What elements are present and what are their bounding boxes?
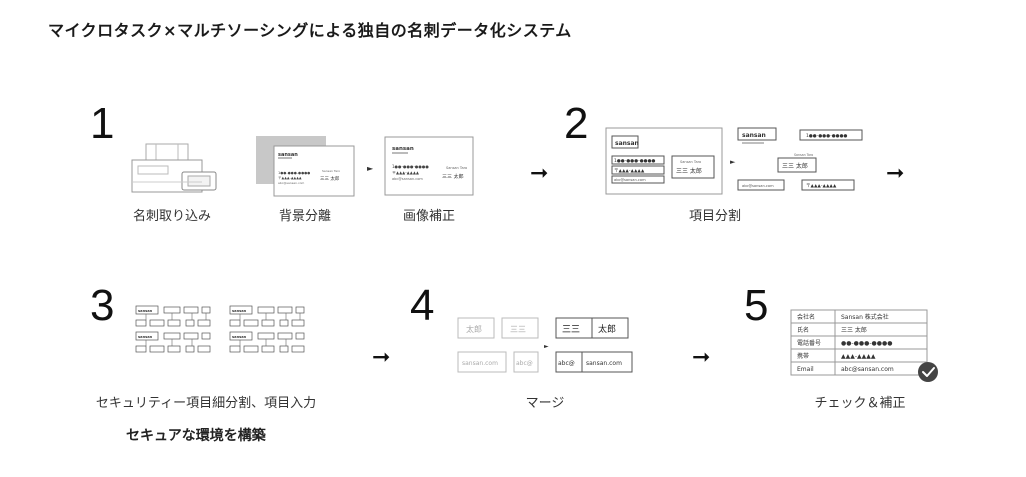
step-1-number: 1 (90, 99, 115, 148)
merge-given: 太郎 (598, 323, 616, 335)
table-row-value: abc@sansan.com (841, 366, 894, 373)
card-email-text: abc@sansan.com (278, 181, 304, 185)
field-split-diagram: sansan 1●●-●●●-●●●● 〒▲▲▲-▲▲▲▲ abc@sansan… (605, 127, 863, 195)
card-romaji-text: Sansan Taro (446, 166, 467, 170)
split-email: abc@sansan.com (742, 184, 774, 188)
step-3-subcaption: セキュアな環境を構築 (126, 428, 266, 444)
table-row-value: ●●-●●●-●●●● (841, 340, 892, 347)
step-5-caption: チェック＆補正 (814, 396, 906, 411)
small-arrow-icon: ► (367, 164, 374, 173)
step-5-number: 5 (744, 281, 769, 330)
card-address-text: 〒▲▲▲-▲▲▲▲ (614, 168, 645, 174)
merge-diagram: 太郎 三三 sansan.com abc@ ► 三三 太郎 abc@ sansa… (457, 317, 633, 373)
step-4-number: 4 (410, 281, 435, 330)
step-1-caption-correction: 画像補正 (402, 209, 455, 224)
table-row-label: 氏名 (797, 326, 809, 334)
merge-domain: sansan.com (586, 360, 622, 367)
merge-email: abc@ (558, 360, 575, 367)
table-row-label: 携帯 (797, 352, 809, 360)
merge-sur: 三三 (562, 325, 580, 335)
card-email-text: abc@sansan.com (614, 178, 646, 182)
split-romaji: Sansan Taro (794, 153, 813, 157)
arrow-right-icon: ➞ (886, 161, 905, 186)
split-brand: sansan (742, 132, 766, 139)
arrow-right-icon: ➞ (530, 161, 549, 186)
card-phone-text: 1●●-●●●-●●●● (392, 164, 429, 169)
card-name-text: 三三 太郎 (320, 175, 340, 182)
arrow-right-icon: ➞ (692, 345, 711, 370)
step-1-caption-background: 背景分離 (278, 209, 331, 224)
step-3-caption: セキュリティー項目細分割、項目入力 (95, 396, 317, 411)
card-address-text: 〒▲▲▲-▲▲▲▲ (278, 176, 302, 180)
split-name: 三三 太郎 (782, 162, 808, 170)
step-2-number: 2 (564, 99, 589, 148)
card-phone-text: 1●●-●●●-●●●● (614, 158, 656, 164)
step-1-caption-import: 名刺取り込み (132, 209, 211, 224)
scanner-icon (131, 143, 217, 193)
step-2-caption: 項目分割 (688, 209, 741, 224)
split-address: 〒▲▲▲-▲▲▲▲ (806, 183, 837, 189)
table-row-value: ▲▲▲-▲▲▲▲ (841, 353, 876, 360)
split-phone: 1●●-●●●-●●●● (806, 133, 848, 139)
card-name-text: 三三 太郎 (676, 167, 702, 175)
table-row-value: 三三 太郎 (841, 326, 867, 334)
card-address-text: 〒▲▲▲-▲▲▲▲ (392, 170, 420, 175)
task-brand: sansan (138, 335, 153, 339)
card-brand-text: sansan (392, 146, 414, 152)
arrow-right-icon: ➞ (372, 345, 391, 370)
merge-email-faded: abc@ (516, 360, 533, 367)
table-row-value: Sansan 株式会社 (841, 313, 889, 321)
card-romaji-text: Sansan Taro (680, 160, 701, 164)
merge-domain-faded: sansan.com (462, 360, 498, 367)
table-row-label: 会社名 (797, 313, 815, 321)
small-arrow-icon: ► (544, 343, 549, 350)
step-3-number: 3 (90, 281, 115, 330)
task-brand: sansan (138, 309, 153, 313)
merge-given-faded: 太郎 (466, 324, 482, 334)
task-brand: sansan (232, 309, 247, 313)
card-email-text: abc@sansan.com (392, 177, 423, 181)
merge-sur-faded: 三三 (510, 325, 526, 334)
task-brand: sansan (232, 335, 247, 339)
card-name-text: 三三 太郎 (442, 173, 464, 180)
image-correction-card: sansan 1●●-●●●-●●●● 〒▲▲▲-▲▲▲▲ abc@sansan… (384, 136, 474, 196)
table-row-label: Email (797, 366, 814, 373)
micro-task-grid: sansan sansan sansan sansan (135, 305, 305, 353)
small-arrow-icon: ► (730, 158, 736, 166)
page-title: マイクロタスク×マルチソーシングによる独自の名刺データ化システム (48, 21, 572, 40)
check-icon (918, 362, 938, 382)
background-separation-image: sansan 1●●-●●●-●●●● 〒▲▲▲-▲▲▲▲ abc@sansan… (256, 136, 355, 197)
card-romaji-text: Sansan Taro (322, 169, 340, 173)
step-4-caption: マージ (525, 396, 565, 411)
table-row-label: 電話番号 (797, 339, 821, 347)
card-phone-text: 1●●-●●●-●●●● (278, 171, 310, 175)
card-brand-text: sansan (278, 152, 298, 158)
card-brand-text: sansan (615, 140, 639, 147)
